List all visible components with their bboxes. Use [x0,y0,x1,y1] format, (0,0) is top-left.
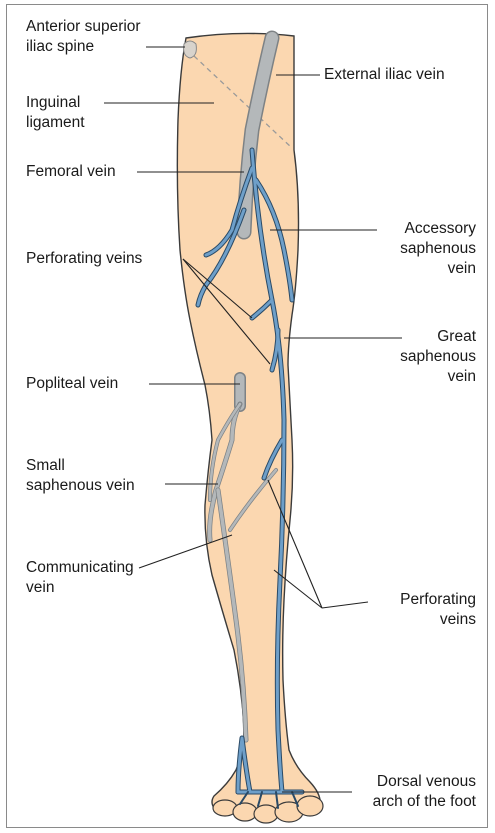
label-line: iliac spine [26,37,141,57]
label-line: Great [400,327,476,347]
label-accessory-saphenous-vein: Accessory saphenous vein [400,219,476,279]
label-line: saphenous [400,239,476,259]
label-line: vein [26,578,134,598]
label-line: saphenous vein [26,476,135,496]
label-popliteal-vein: Popliteal vein [26,374,118,394]
label-line: Dorsal venous [373,772,476,792]
label-line: Accessory [400,219,476,239]
label-small-saphenous-vein: Small saphenous vein [26,456,135,496]
label-line: vein [400,259,476,279]
label-perforating-veins-lower: Perforating veins [400,590,476,630]
label-perforating-veins-upper: Perforating veins [26,249,142,269]
label-line: ligament [26,113,85,133]
label-line: Inguinal [26,93,85,113]
label-line: Anterior superior [26,17,141,37]
label-line: Small [26,456,135,476]
label-anterior-superior-iliac-spine: Anterior superior iliac spine [26,17,141,57]
label-inguinal-ligament: Inguinal ligament [26,93,85,133]
label-line: saphenous [400,347,476,367]
label-line: Communicating [26,558,134,578]
label-line: vein [400,367,476,387]
label-line: Femoral vein [26,162,116,182]
label-external-iliac-vein: External iliac vein [324,65,445,85]
label-great-saphenous-vein: Great saphenous vein [400,327,476,387]
label-line: External iliac vein [324,65,445,85]
label-line: veins [400,610,476,630]
iliac-spine-bone [184,41,197,58]
label-line: Popliteal vein [26,374,118,394]
label-dorsal-venous-arch: Dorsal venous arch of the foot [373,772,476,812]
label-line: Perforating [400,590,476,610]
label-femoral-vein: Femoral vein [26,162,116,182]
label-line: Perforating veins [26,249,142,269]
label-communicating-vein: Communicating vein [26,558,134,598]
label-line: arch of the foot [373,792,476,812]
